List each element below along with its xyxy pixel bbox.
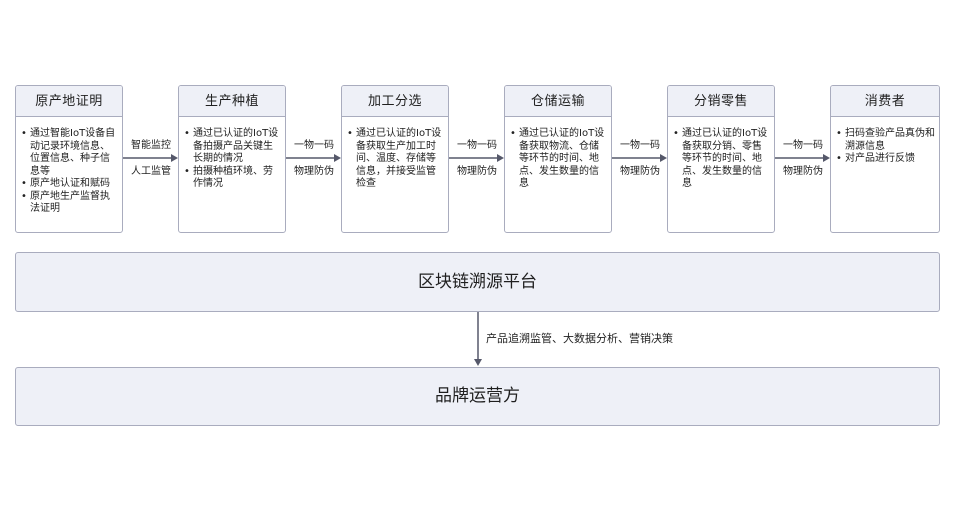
stage-points: 通过已认证的IoT设备获取分销、零售等环节的时间、地点、发生数量的信息	[668, 117, 774, 191]
stage-card-retail: 分销零售 通过已认证的IoT设备获取分销、零售等环节的时间、地点、发生数量的信息	[667, 85, 775, 233]
stage-points: 通过已认证的IoT设备获取生产加工时间、温度、存储等信息，并接受监管检查	[342, 117, 448, 191]
stage-point: 通过已认证的IoT设备获取物流、仓储等环节的时间、地点、发生数量的信息	[510, 128, 608, 191]
brand-operator-box: 品牌运营方	[15, 367, 940, 426]
stage-card-logistics: 仓储运输 通过已认证的IoT设备获取物流、仓储等环节的时间、地点、发生数量的信息	[504, 85, 612, 233]
stage-title: 生产种植	[179, 86, 285, 117]
platform-to-brand-label: 产品追溯监管、大数据分析、营销决策	[486, 332, 673, 345]
connector-label-top: 一物一码	[294, 140, 334, 151]
stage-arrow-2	[286, 154, 341, 162]
platform-label: 区块链溯源平台	[418, 272, 537, 292]
blockchain-platform-box: 区块链溯源平台	[15, 252, 940, 312]
stage-card-processing: 加工分选 通过已认证的IoT设备获取生产加工时间、温度、存储等信息，并接受监管检…	[341, 85, 449, 233]
stage-point: 拍摄种植环境、劳作情况	[184, 166, 282, 191]
stage-card-planting: 生产种植 通过已认证的IoT设备拍摄产品关键生长期的情况 拍摄种植环境、劳作情况	[178, 85, 286, 233]
connector-label-bottom: 物理防伪	[783, 166, 823, 177]
stage-arrow-3	[449, 154, 504, 162]
stage-title: 原产地证明	[16, 86, 122, 117]
connector-label-bottom: 物理防伪	[620, 166, 660, 177]
platform-to-brand-arrow	[474, 312, 482, 366]
stage-title: 分销零售	[668, 86, 774, 117]
stage-arrow-5	[775, 154, 830, 162]
stage-point: 原产地认证和赋码	[21, 178, 119, 191]
connector-label-bottom: 物理防伪	[294, 166, 334, 177]
stage-points: 通过已认证的IoT设备获取物流、仓储等环节的时间、地点、发生数量的信息	[505, 117, 611, 191]
stage-title: 消费者	[831, 86, 939, 117]
stage-points: 通过已认证的IoT设备拍摄产品关键生长期的情况 拍摄种植环境、劳作情况	[179, 117, 285, 191]
stage-arrow-4	[612, 154, 667, 162]
stage-points: 扫码查验产品真伪和溯源信息 对产品进行反馈	[831, 117, 939, 166]
connector-label-top: 一物一码	[783, 140, 823, 151]
stage-point: 通过已认证的IoT设备获取生产加工时间、温度、存储等信息，并接受监管检查	[347, 128, 445, 191]
stage-points: 通过智能IoT设备自动记录环境信息、位置信息、种子信息等 原产地认证和赋码 原产…	[16, 117, 122, 216]
brand-label: 品牌运营方	[435, 386, 520, 406]
stage-card-consumer: 消费者 扫码查验产品真伪和溯源信息 对产品进行反馈	[830, 85, 940, 233]
stage-point: 通过已认证的IoT设备获取分销、零售等环节的时间、地点、发生数量的信息	[673, 128, 771, 191]
stage-title: 加工分选	[342, 86, 448, 117]
connector-label-top: 一物一码	[620, 140, 660, 151]
stage-point: 扫码查验产品真伪和溯源信息	[836, 128, 936, 153]
stage-point: 对产品进行反馈	[836, 153, 936, 166]
stage-card-origin: 原产地证明 通过智能IoT设备自动记录环境信息、位置信息、种子信息等 原产地认证…	[15, 85, 123, 233]
connector-label-bottom: 人工监管	[131, 166, 171, 177]
stage-title: 仓储运输	[505, 86, 611, 117]
connector-label-bottom: 物理防伪	[457, 166, 497, 177]
connector-label-top: 智能监控	[131, 140, 171, 151]
stage-arrow-1	[123, 154, 178, 162]
connector-label-top: 一物一码	[457, 140, 497, 151]
stage-point: 通过已认证的IoT设备拍摄产品关键生长期的情况	[184, 128, 282, 166]
stage-point: 通过智能IoT设备自动记录环境信息、位置信息、种子信息等	[21, 128, 119, 178]
stage-point: 原产地生产监督执法证明	[21, 191, 119, 216]
